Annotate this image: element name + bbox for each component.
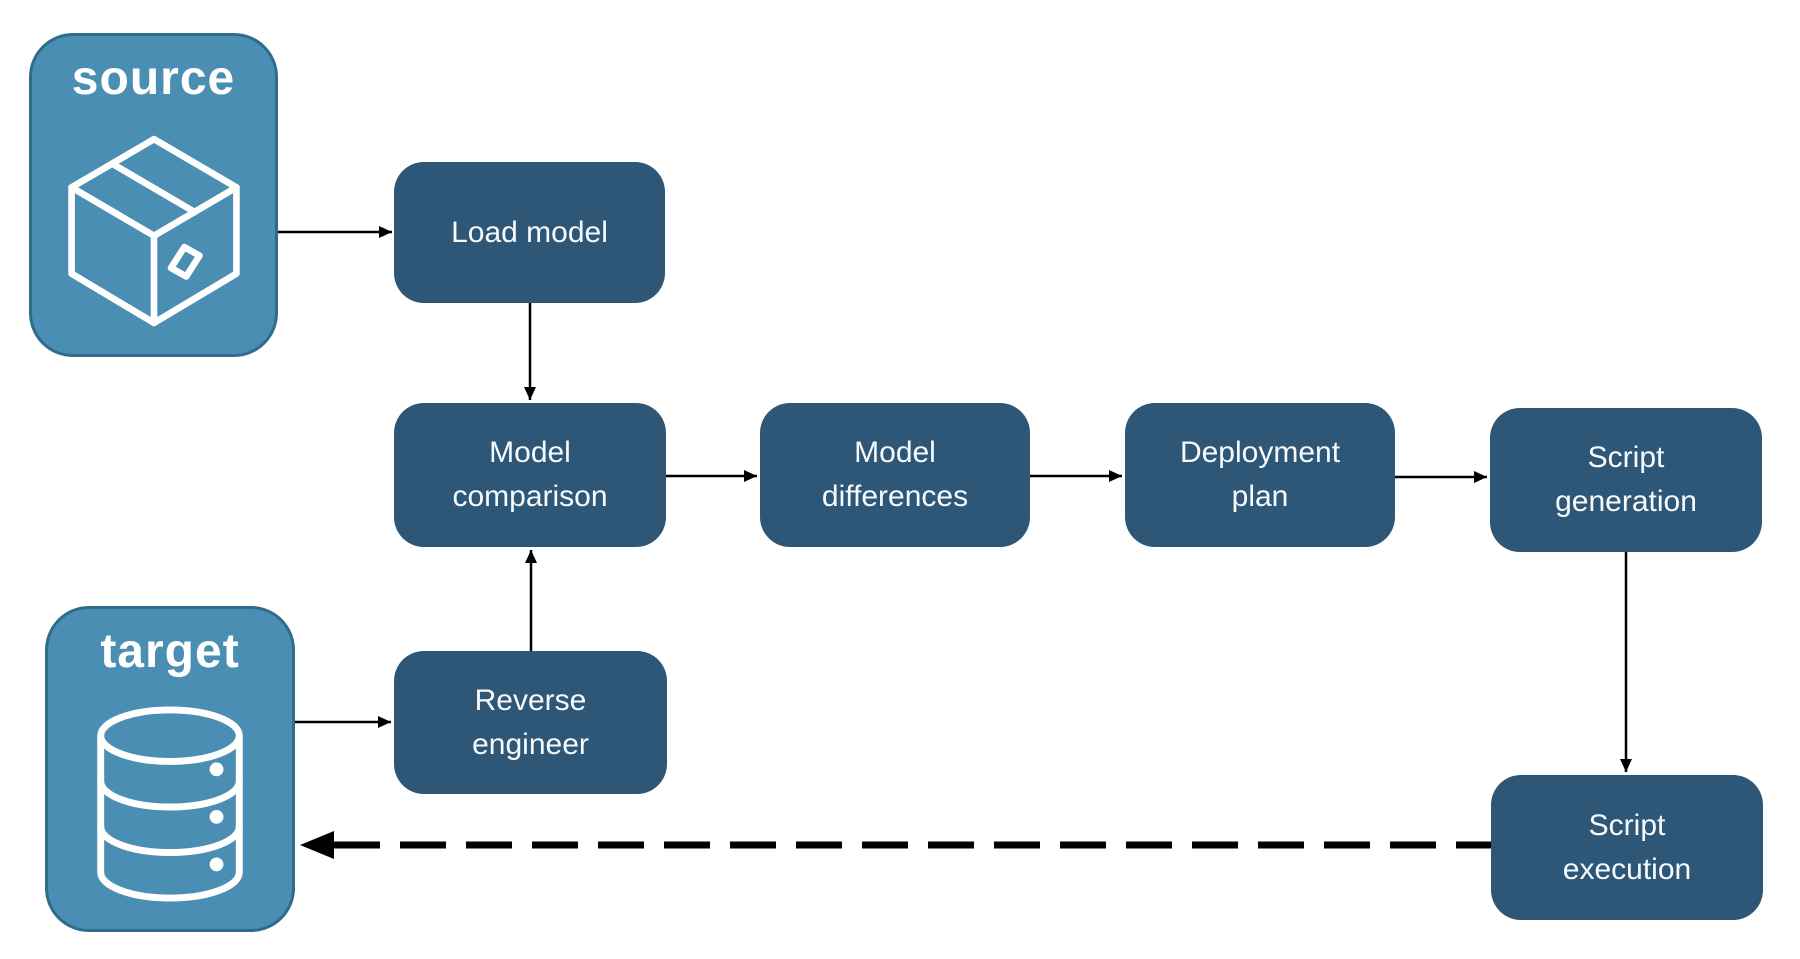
arrow-script-execution-to-target xyxy=(300,831,1491,859)
node-reverse-engineer: Reverse engineer xyxy=(394,651,667,794)
endpoint-source: source xyxy=(29,33,278,357)
node-script-generation: Script generation xyxy=(1490,408,1762,552)
node-deployment-plan-label: Deployment plan xyxy=(1179,436,1341,513)
node-deployment-plan: Deployment plan xyxy=(1125,403,1395,547)
node-model-differences-label: Model differences xyxy=(821,436,969,513)
node-model-comparison-label: Model comparison xyxy=(452,436,608,513)
node-script-execution-label: Script execution xyxy=(1562,808,1692,886)
node-script-generation-label: Script generation xyxy=(1555,441,1697,518)
node-script-execution: Script execution xyxy=(1491,775,1763,920)
node-model-comparison: Model comparison xyxy=(394,403,666,547)
database-icon xyxy=(97,706,243,902)
package-icon xyxy=(67,135,240,327)
node-load-model: Load model xyxy=(394,162,665,303)
node-reverse-engineer-label: Reverse engineer xyxy=(472,683,589,761)
node-load-model-label: Load model xyxy=(451,215,608,249)
node-model-differences: Model differences xyxy=(760,403,1030,547)
endpoint-source-label: source xyxy=(71,52,236,105)
endpoint-target: target xyxy=(45,606,295,932)
endpoint-target-label: target xyxy=(100,625,240,678)
